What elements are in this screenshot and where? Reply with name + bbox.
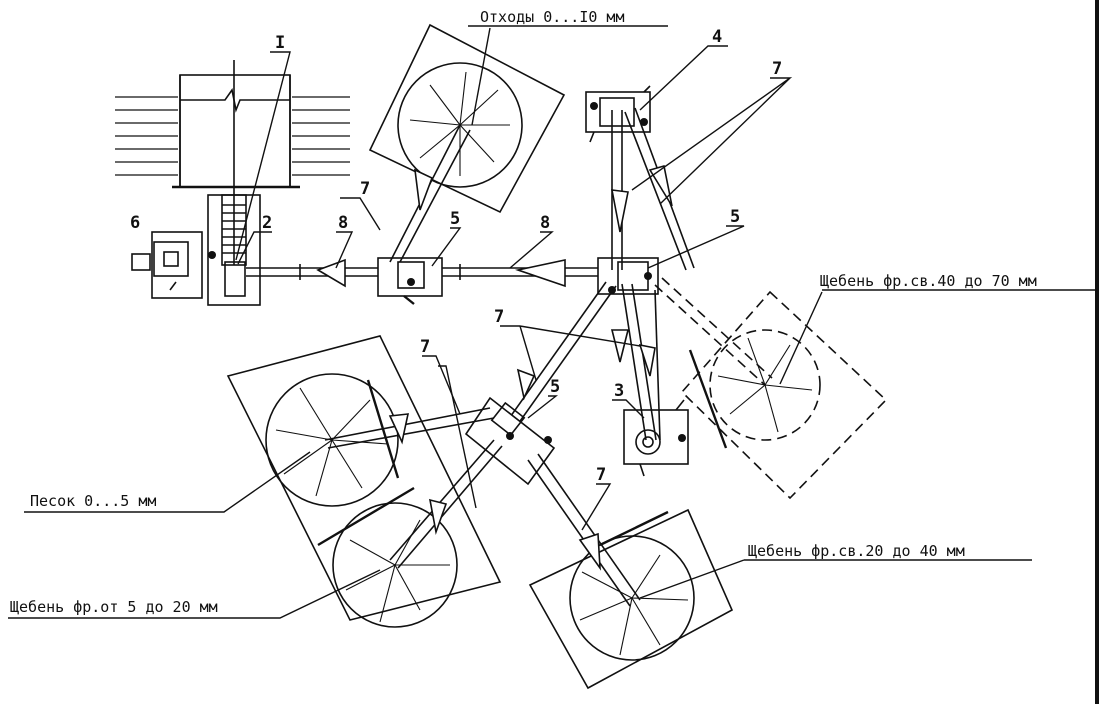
lower-left-panel [226,335,502,621]
callout-number-7-lower-right: 7 [596,465,606,485]
screen-crushed-5-20 [317,439,503,628]
callout-number-5-left: 5 [450,209,460,229]
label-crushed-20-40: Щебень фр.св.20 до 40 мм [748,542,965,560]
screen-waste [368,23,566,263]
callout-number-5-right: 5 [730,207,740,227]
callout-number-5-lower: 5 [550,377,560,397]
screen-sand [265,373,495,507]
screen-crushed-40-70 [654,277,888,500]
label-crushed-40-70: Щебень фр.св.40 до 70 мм [820,272,1037,290]
crusher-6 [131,231,203,299]
unit-4 [585,85,651,143]
callout-number-8-right: 8 [540,213,550,233]
label-crushed-5-20: Щебень фр.от 5 до 20 мм [10,598,218,616]
callout-number-7-top-right: 7 [772,59,782,79]
callout-number-3: 3 [614,381,624,401]
callout-number-8-left: 8 [338,213,348,233]
receiving-hopper [115,74,350,189]
screen-crushed-20-40 [527,453,734,690]
callout-number-2: 2 [262,213,272,233]
callout-number-6: 6 [130,213,140,233]
label-waste: Отходы 0...I0 мм [480,8,625,26]
callout-number-7-top-left: 7 [360,179,370,199]
callout-number-1: I [275,33,285,53]
transfer-station-5-right [597,257,659,295]
leader-lines [8,25,1096,619]
conveyors-to-unit-3 [610,283,661,441]
callout-number-4: 4 [712,27,722,47]
callout-number-7-middle: 7 [494,307,504,327]
transfer-station-5-left [377,257,443,305]
plate-feeder [207,60,261,306]
conveyors-from-unit-4 [611,107,695,271]
callout-number-7-lower-left: 7 [420,337,430,357]
conveyor-to-lower-cluster [507,281,617,425]
label-sand: Песок 0...5 мм [30,492,156,510]
